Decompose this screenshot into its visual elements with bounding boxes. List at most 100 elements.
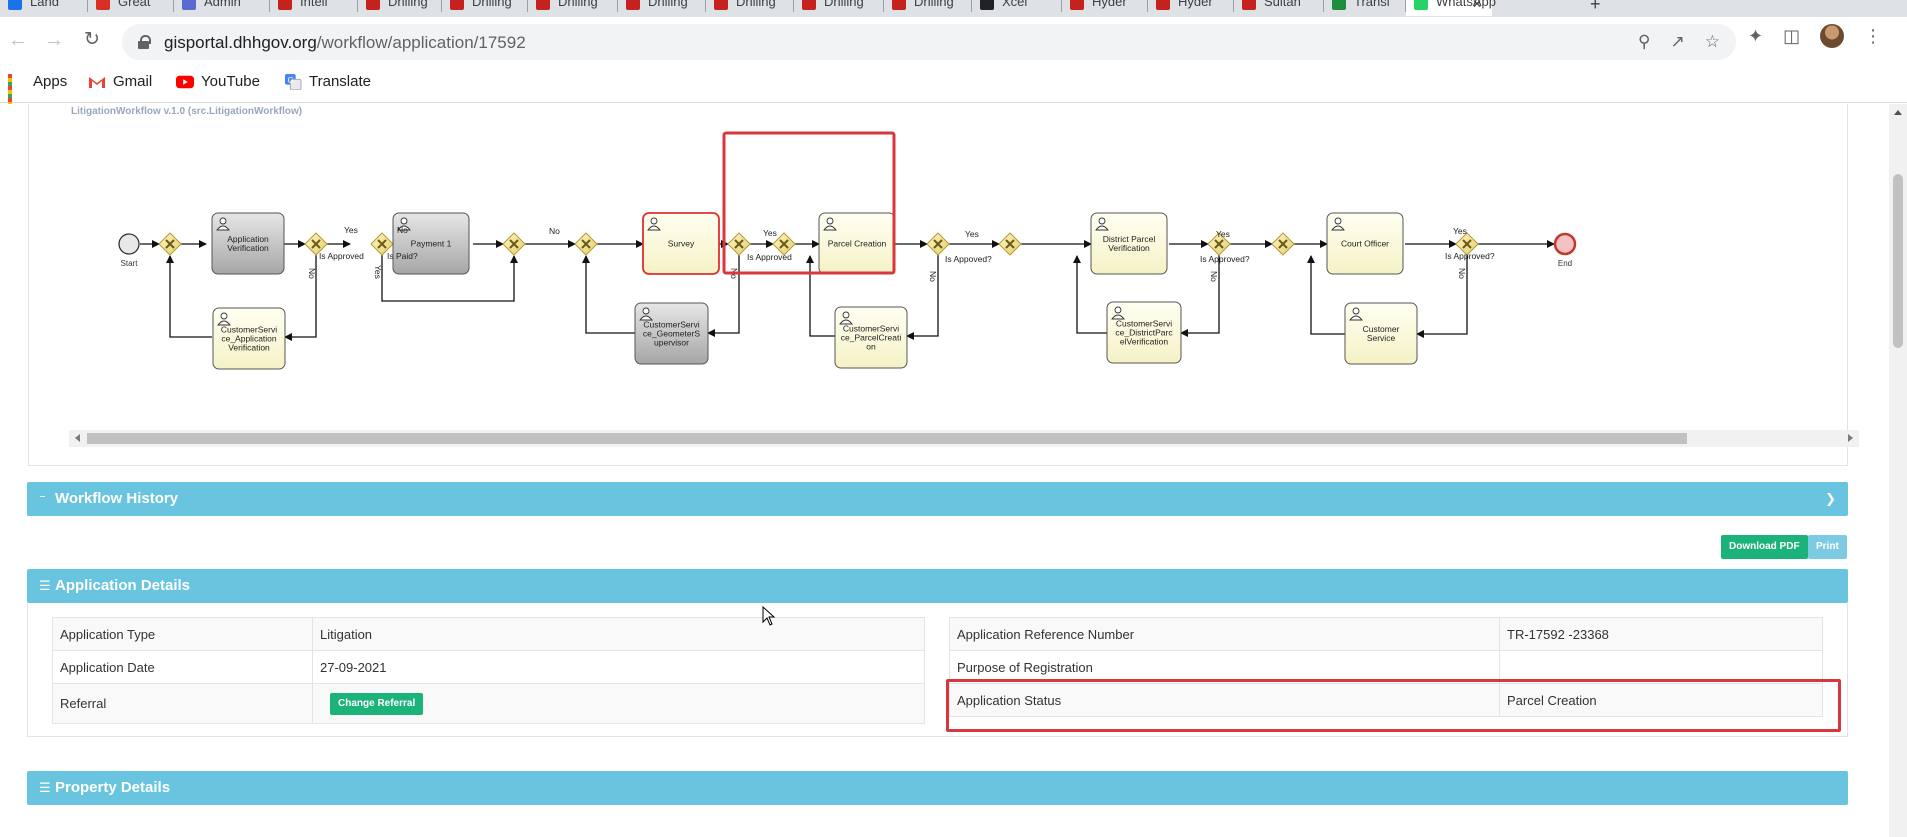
edge-label-yes: Yes [965,229,979,239]
browser-tab[interactable]: Admin [174,0,270,16]
section-title: Workflow History [55,490,179,507]
workflow-history-header[interactable]: ⁻ Workflow History ❯ [27,482,1848,516]
task-cs-district[interactable]: CustomerService_DistrictParcelVerificati… [1106,301,1182,364]
task-label: Verification [1108,243,1150,253]
survey-highlight [722,131,896,275]
browser-tab[interactable]: Land [0,0,88,16]
tab-label: Drilling [472,0,512,9]
share-icon[interactable]: ↗ [1670,32,1685,51]
browser-tab[interactable]: Drilling [442,0,528,16]
exclusive-gateway [926,232,950,256]
scroll-left-icon[interactable] [75,434,80,442]
tab-label: Drilling [824,0,864,9]
reload-icon[interactable]: ↻ [84,29,100,50]
browser-tab[interactable]: Drilling [618,0,706,16]
tab-favicon-icon [802,0,816,10]
exclusive-gateway [1271,232,1295,256]
bookmark-apps[interactable]: Apps [8,73,67,110]
task-label: Verification [227,243,269,253]
download-pdf-button[interactable]: Download PDF [1721,535,1808,559]
bookmark-youtube[interactable]: YouTube [176,73,260,90]
zoom-icon[interactable]: ⚲ [1638,32,1651,51]
print-button[interactable]: Print [1808,535,1847,559]
menu-icon[interactable]: ⋮ [1864,25,1883,46]
diagram-horizontal-scrollbar[interactable] [69,430,1859,447]
browser-tab[interactable]: WhatsApp✕ [1406,0,1496,16]
task-label: on [866,342,876,352]
edge-label-no: No [397,225,408,235]
exclusive-gateway [1207,232,1231,256]
youtube-icon [176,75,194,88]
exclusive-gateway [158,232,182,256]
task-label: Service [1367,333,1396,343]
browser-tab[interactable]: Xcel [972,0,1062,16]
exclusive-gateway [304,232,328,256]
scroll-up-icon[interactable] [1894,110,1902,115]
user-task-icon [216,217,230,231]
task-payment[interactable]: Payment 1 [392,212,470,275]
scrollbar-thumb[interactable] [87,433,1687,444]
back-icon[interactable]: ← [8,29,28,51]
apps-grid-icon [8,73,26,110]
workflow-diagram-panel: LitigationWorkflow v.1.0 (src.Litigation… [28,104,1859,466]
task-parcel-creation[interactable]: Parcel Creation [818,212,896,275]
user-task-icon [823,217,837,231]
browser-tab[interactable]: Hyder [1062,0,1148,16]
user-task-icon [647,217,661,231]
task-court-officer[interactable]: Court Officer [1326,212,1404,275]
extensions-icon[interactable]: ✦ [1748,25,1764,46]
change-referral-button[interactable]: Change Referral [330,693,424,715]
task-label: elVerification [1120,337,1168,347]
workflow-caption: LitigationWorkflow v.1.0 (src.Litigation… [71,106,303,117]
chevron-down-icon[interactable]: ❯ [1825,491,1836,506]
scrollbar-thumb[interactable] [1893,174,1903,348]
browser-tab[interactable]: Sultan [1234,0,1324,16]
browser-tab[interactable]: Hyder [1148,0,1234,16]
address-bar[interactable]: gisportal.dhhgov.org/workflow/applicatio… [122,24,1736,60]
page-vertical-scrollbar[interactable] [1889,104,1907,837]
details-value: 27-09-2021 [312,650,925,684]
close-tab-icon[interactable]: ✕ [1471,0,1482,11]
svg-text:G: G [288,75,294,84]
profile-avatar[interactable] [1820,24,1845,48]
browser-tab[interactable]: Drilling [528,0,618,16]
browser-tab[interactable]: Drilling [358,0,442,16]
task-label: Parcel Creation [828,239,887,249]
user-task-icon [1111,306,1125,320]
browser-tab[interactable]: Great [88,0,174,16]
bookmark-translate[interactable]: G Translate [284,73,371,90]
forward-icon[interactable]: → [44,29,64,51]
details-value: TR-17592 -23368 [1499,617,1823,651]
tab-label: Land [30,0,59,9]
tab-label: Drilling [558,0,598,9]
bookmark-gmail[interactable]: Gmail [88,73,152,90]
browser-tab[interactable]: Drilling [794,0,884,16]
bookmark-star-icon[interactable]: ☆ [1704,32,1720,51]
url-text[interactable]: gisportal.dhhgov.org/workflow/applicatio… [164,33,526,52]
edge-label-is-approved: Is Approved? [1200,254,1250,264]
details-value: Parcel Creation [1499,683,1823,717]
scroll-right-icon[interactable] [1848,434,1853,442]
task-label: upervisor [654,338,689,348]
bookmark-label: Gmail [113,73,153,90]
section-title: Application Details [55,577,191,594]
new-tab-button[interactable]: + [1590,0,1601,14]
side-panel-icon[interactable]: ◫ [1783,25,1801,46]
task-label: CustomerServi [221,325,277,335]
browser-tab[interactable]: Drilling [706,0,794,16]
task-survey[interactable]: Survey [642,212,720,275]
details-row: Purpose of Registration [949,650,1823,684]
tab-favicon-icon [980,0,994,10]
task-label: Court Officer [1341,239,1389,249]
browser-tab[interactable]: Transl [1324,0,1406,16]
bookmark-label: Translate [309,73,371,90]
browser-tab[interactable]: Intell [270,0,358,16]
browser-tab[interactable]: Drilling [884,0,972,16]
